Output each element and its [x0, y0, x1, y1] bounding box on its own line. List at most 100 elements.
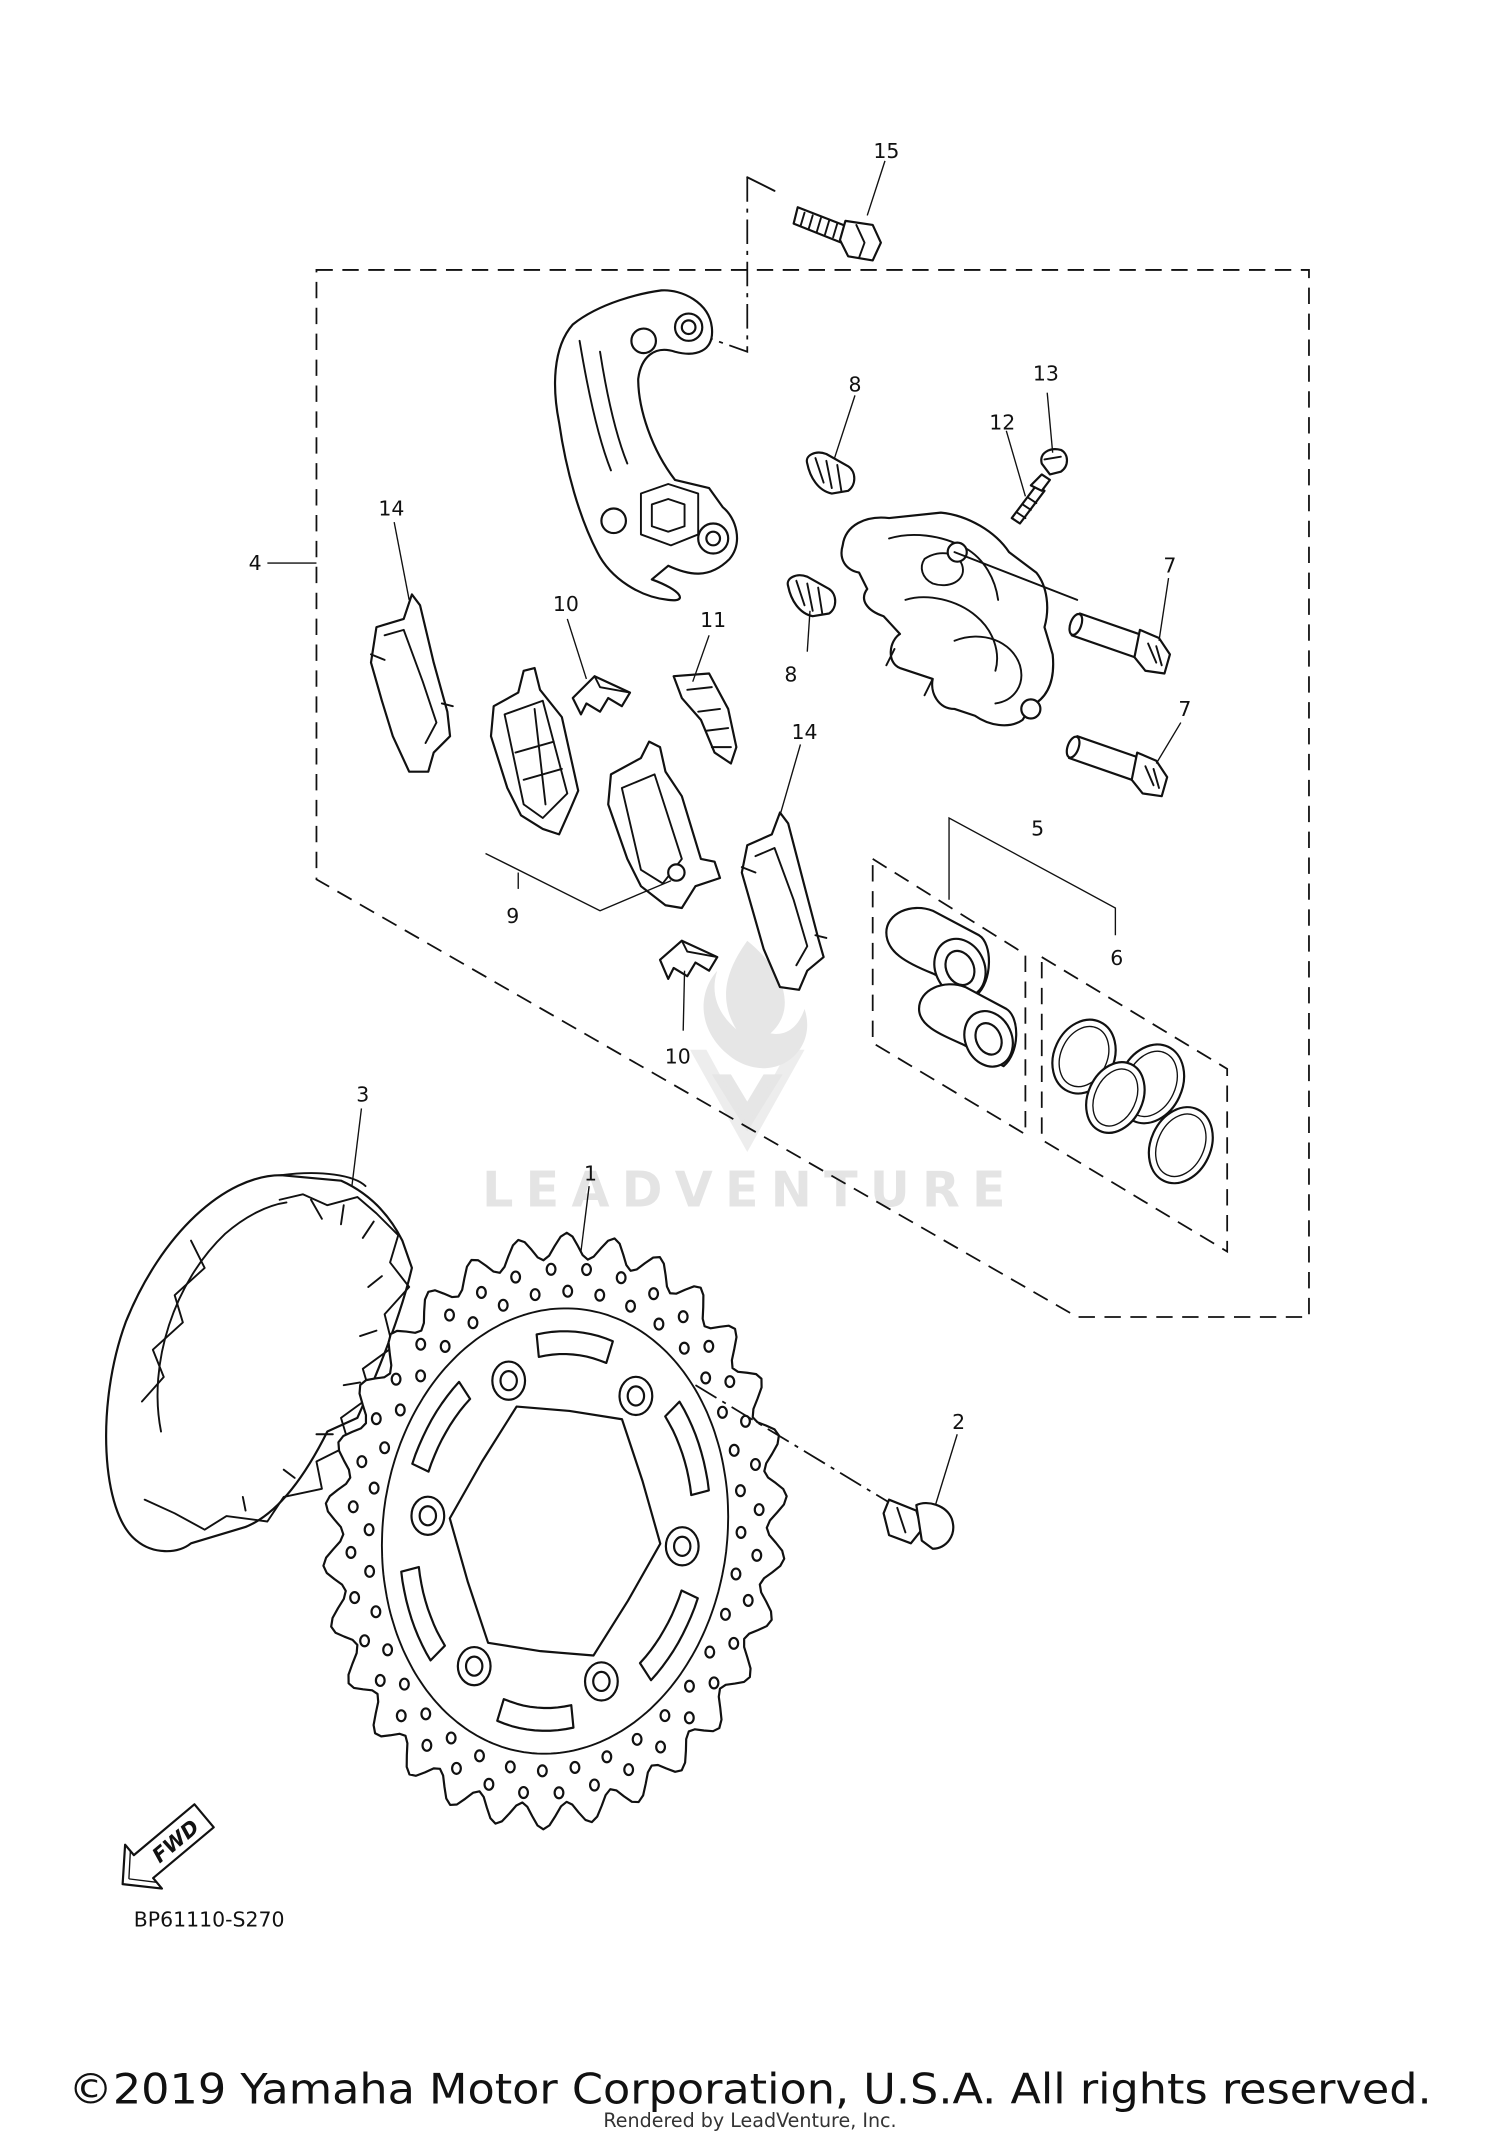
part-9-pad-front[interactable]	[489, 666, 580, 836]
disc-vent-hole	[631, 1732, 643, 1746]
disc-vent-hole	[708, 1676, 720, 1690]
part-10-clip-upper[interactable]	[571, 675, 632, 716]
disc-vent-hole	[390, 1372, 402, 1386]
disc-vent-hole	[483, 1777, 495, 1791]
callout-6: 6	[1110, 946, 1123, 970]
disc-vent-hole	[394, 1403, 406, 1417]
disc-vent-hole	[569, 1760, 581, 1774]
part-6-seal-kit[interactable]	[1041, 1009, 1225, 1193]
render-credit: Rendered by LeadVenture, Inc.	[603, 2110, 896, 2132]
disc-vent-hole	[421, 1738, 433, 1752]
disc-vent-hole	[510, 1270, 522, 1284]
disc-vent-hole	[735, 1525, 747, 1539]
disc-vent-hole	[349, 1591, 361, 1605]
callout-1: 1	[584, 1162, 597, 1186]
part-5-piston-upper[interactable]	[885, 906, 995, 1006]
disc-vent-hole	[751, 1548, 763, 1562]
callout-5: 5	[1031, 817, 1044, 841]
part-14-shim-right[interactable]	[740, 811, 828, 991]
part-9-pad-rear[interactable]	[607, 740, 722, 910]
disc-mount-hole	[592, 1670, 611, 1693]
disc-vent-hole	[370, 1605, 382, 1619]
part-code: BP61110-S270	[134, 1907, 285, 1931]
disc-slot	[535, 1330, 614, 1365]
disc-vent-hole	[703, 1339, 715, 1353]
part-5-piston-lower[interactable]	[917, 983, 1022, 1074]
part-5-bracket	[948, 816, 1117, 936]
disc-vent-hole	[536, 1764, 548, 1778]
part-12-bleed-screw[interactable]	[1010, 473, 1052, 525]
callout-11: 11	[700, 608, 726, 632]
part-14-shim-left[interactable]	[369, 593, 454, 773]
part-15-bracket-bolt[interactable]	[708, 176, 882, 354]
part-13-bleed-cap[interactable]	[1040, 448, 1069, 476]
disc-vent-hole	[474, 1749, 485, 1763]
disc-vent-hole	[553, 1786, 565, 1800]
callout-14-right: 14	[792, 720, 818, 744]
disc-vent-hole	[347, 1500, 359, 1514]
disc-vent-hole	[359, 1634, 371, 1648]
callout-4: 4	[249, 551, 262, 575]
caliper-bracket[interactable]	[553, 289, 738, 602]
part-1-brake-disc[interactable]	[322, 1231, 788, 1831]
callout-14-left: 14	[378, 496, 404, 520]
disc-vent-hole	[728, 1443, 740, 1457]
callout-10-upper: 10	[553, 592, 579, 616]
part-7-pin-lower[interactable]	[1064, 735, 1169, 798]
disc-vent-hole	[648, 1287, 660, 1301]
leader-lines	[267, 160, 1182, 1506]
callout-labels: 15 4 8 12 13 7 7 8 14 10 11 14 9 10 5 6 …	[249, 139, 1192, 1434]
disc-vent-hole	[678, 1341, 690, 1355]
disc-vent-hole	[374, 1673, 386, 1688]
callout-3: 3	[356, 1083, 369, 1107]
disc-vent-hole	[615, 1271, 627, 1285]
disc-vent-hole	[415, 1337, 427, 1351]
part-11-pad-spring[interactable]	[672, 672, 738, 765]
callout-9: 9	[506, 904, 519, 928]
part-2-disc-bolt[interactable]	[695, 1384, 955, 1550]
part-7-pin-upper[interactable]	[1067, 612, 1172, 675]
fwd-arrow-icon: FWD	[121, 1803, 215, 1890]
disc-vent-hole	[368, 1481, 380, 1495]
disc-vent-hole	[475, 1285, 487, 1299]
disc-vent-hole	[439, 1339, 451, 1353]
disc-vent-hole	[677, 1310, 689, 1324]
disc-slot	[400, 1565, 446, 1662]
disc-mount-hole	[626, 1385, 646, 1407]
part-10-clip-lower[interactable]	[658, 939, 719, 980]
part-9-bracket	[485, 852, 672, 912]
disc-vent-hole	[659, 1709, 671, 1723]
part-8-boot-upper[interactable]	[805, 451, 856, 495]
disc-vent-hole	[382, 1643, 394, 1657]
part-8-boot-lower[interactable]	[786, 574, 837, 618]
part-6-kit-boundary	[1040, 955, 1229, 1254]
callout-7-lower: 7	[1178, 697, 1191, 721]
callout-2: 2	[952, 1410, 965, 1434]
disc-vent-hole	[451, 1761, 462, 1775]
disc-vent-hole	[728, 1636, 740, 1650]
disc-vent-hole	[717, 1405, 728, 1419]
disc-vent-hole	[379, 1441, 391, 1455]
caliper-body[interactable]	[840, 511, 1079, 727]
disc-vent-hole	[504, 1760, 516, 1774]
disc-vent-hole	[742, 1593, 754, 1607]
disc-mount-hole	[499, 1370, 518, 1392]
disc-vent-hole	[562, 1284, 574, 1298]
disc-vent-hole	[497, 1298, 509, 1312]
disc-vent-hole	[345, 1545, 357, 1559]
disc-vent-hole	[529, 1288, 541, 1302]
disc-vent-hole	[623, 1763, 635, 1777]
disc-vent-hole	[420, 1707, 432, 1721]
disc-vent-hole	[445, 1731, 457, 1745]
callout-15: 15	[873, 139, 899, 163]
disc-vent-hole	[363, 1523, 375, 1537]
copyright-notice: ©2019 Yamaha Motor Corporation, U.S.A. A…	[68, 2065, 1431, 2114]
disc-vent-hole	[724, 1375, 736, 1389]
callout-8-upper: 8	[848, 372, 861, 396]
disc-mount-hole	[464, 1655, 484, 1677]
leadventure-watermark: LEADVENTURE	[482, 940, 1006, 1219]
disc-vent-hole	[356, 1455, 368, 1469]
callout-12: 12	[989, 410, 1015, 434]
disc-vent-hole	[581, 1263, 592, 1277]
disc-vent-hole	[684, 1679, 695, 1693]
